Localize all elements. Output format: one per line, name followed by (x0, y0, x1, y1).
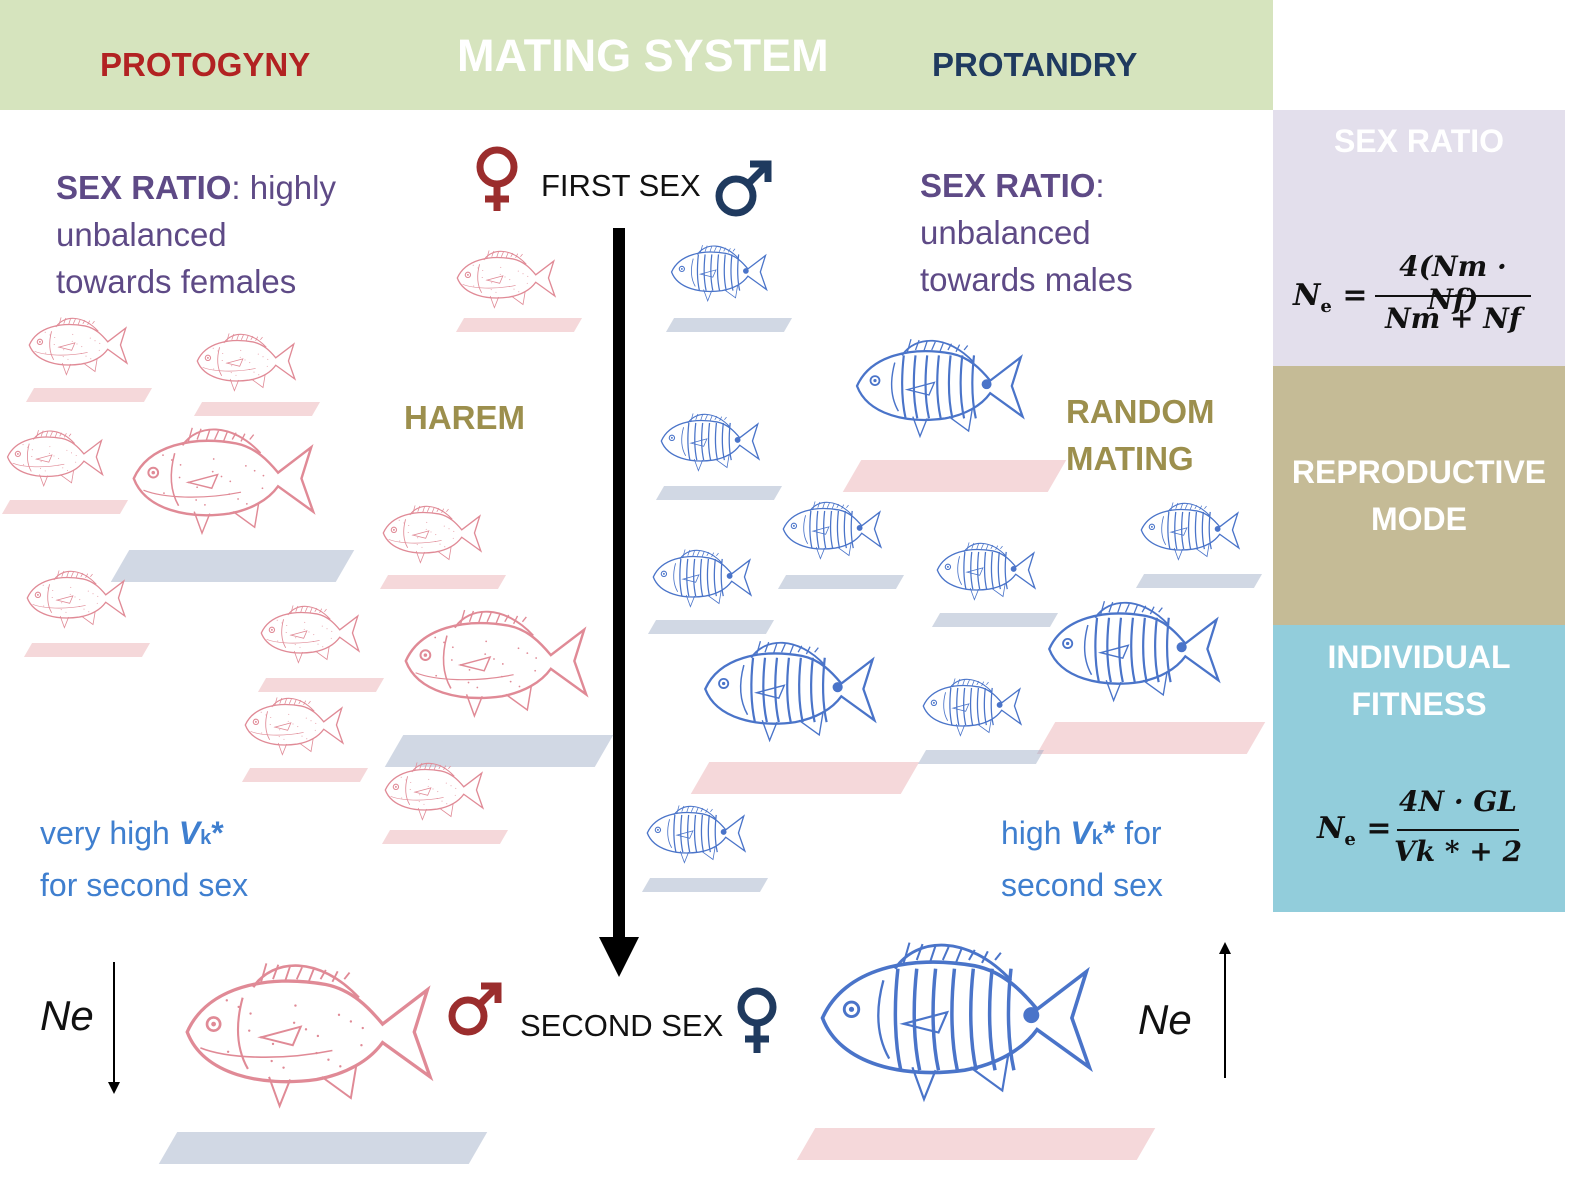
fish-shadow (379, 575, 507, 589)
sex-ratio-box: SEX RATIO Ne = 4(Nm · Nf) Nm + Nf (1273, 110, 1565, 366)
protandrous-fish-illustration (932, 537, 1038, 608)
protogynous-fish-illustration (378, 500, 484, 571)
sex-ratio-formula-denominator: Nm + Nf (1385, 302, 1521, 335)
mating-system-header: PROTOGYNY MATING SYSTEM PROTANDRY (0, 0, 1273, 110)
fish-shadow (655, 486, 783, 500)
fish-shadow (257, 678, 385, 692)
protandrous-fish-illustration (1136, 497, 1242, 568)
protandry-label: PROTANDRY (932, 46, 1138, 83)
protogyny-ne-label: Ne (40, 992, 94, 1039)
reproductive-mode-title-2: MODE (1371, 501, 1467, 537)
protogynous-fish-illustration (22, 565, 128, 636)
reproductive-mode-title-1: REPRODUCTIVE (1291, 454, 1547, 490)
fitness-title-1: INDIVIDUAL (1327, 639, 1511, 675)
fish-shadow (1135, 574, 1263, 588)
fish-shadow (1, 500, 129, 514)
protogyny-vk-text: very high Vk* for second sex (40, 815, 249, 903)
fish-shadow (665, 318, 793, 332)
protandrous-fish-illustration (778, 496, 884, 567)
fitness-formula-lhs: Ne = (1317, 811, 1392, 850)
fish-shadow (690, 762, 920, 794)
fish-shadow (796, 1128, 1156, 1160)
fish-shadow (917, 750, 1045, 764)
fish-shadow (193, 402, 321, 416)
protandry-sex-ratio-label: SEX RATIO (920, 167, 1096, 204)
protandrous-fish-illustration (666, 240, 770, 309)
protandrous-fish-illustration (808, 928, 1098, 1113)
protandrous-fish-illustration (642, 800, 748, 871)
ne-down-arrow-icon (108, 962, 120, 1094)
mating-system-title: MATING SYSTEM (457, 30, 829, 81)
fish-shadow (158, 1132, 488, 1164)
protogynous-fish-illustration (240, 692, 346, 763)
protandry-sex-ratio-text: SEX RATIO: unbalanced towards males (920, 167, 1133, 298)
protandrous-fish-illustration (848, 330, 1028, 447)
fish-shadow (842, 460, 1067, 492)
fish-shadow (241, 768, 369, 782)
fish-shadow (25, 388, 153, 402)
male-symbol-icon (715, 160, 772, 217)
protogynous-fish-illustration (380, 757, 486, 828)
fitness-formula-numerator: 4N · GL (1399, 785, 1517, 818)
protandrous-fish-illustration (1040, 592, 1224, 711)
fish-shadow (381, 830, 509, 844)
protogynous-fish-illustration (174, 950, 438, 1119)
fish-shadow (641, 878, 769, 892)
protandry-ne-label: Ne (1138, 996, 1192, 1043)
sex-ratio-formula-lhs: Ne = (1293, 278, 1368, 317)
sex-change-arrow-icon (599, 228, 639, 977)
fish-shadow (384, 735, 614, 767)
protandrous-fish-illustration (648, 544, 754, 615)
second-sex-label: SECOND SEX (520, 1008, 724, 1043)
female-symbol-icon (476, 146, 518, 211)
protogynous-fish-illustration (24, 312, 130, 383)
fitness-fraction-bar (1397, 829, 1519, 831)
fitness-title-2: FITNESS (1351, 686, 1487, 722)
female-symbol-second-icon (737, 987, 777, 1053)
fish-shadow (931, 613, 1059, 627)
fitness-formula-denominator: Vk * + 2 (1394, 835, 1522, 868)
first-sex-label: FIRST SEX (541, 168, 701, 203)
sex-ratio-title: SEX RATIO (1333, 123, 1505, 159)
protogyny-sex-ratio-text: SEX RATIO: highly unbalanced towards fem… (56, 169, 336, 300)
protandrous-fish-illustration (696, 632, 880, 751)
individual-fitness-box: INDIVIDUAL FITNESS Ne = 4N · GL Vk * + 2 (1273, 625, 1565, 912)
male-symbol-second-icon (448, 982, 502, 1036)
protogyny-label: PROTOGYNY (100, 46, 311, 83)
protogyny-sex-ratio-label: SEX RATIO (56, 169, 232, 206)
fish-shadow (110, 550, 355, 582)
protogynous-fish-illustration (2, 425, 106, 494)
protandrous-fish-illustration (918, 673, 1024, 744)
sex-ratio-formula-numerator: 4(Nm · Nf) (1399, 250, 1507, 316)
fish-shadow (777, 575, 905, 589)
protogynous-fish-illustration (192, 328, 298, 399)
random-mating-label: RANDOM MATING (1066, 393, 1215, 477)
harem-label: HAREM (404, 399, 525, 436)
reproductive-mode-box: REPRODUCTIVE MODE (1273, 366, 1565, 625)
fish-shadow (1036, 722, 1266, 754)
fish-shadow (647, 620, 775, 634)
protandrous-fish-illustration (656, 408, 762, 479)
protandry-vk-text: high Vk* for second sex (1001, 815, 1163, 903)
ne-up-arrow-icon (1219, 942, 1231, 1078)
protogynous-fish-illustration (452, 245, 558, 316)
sex-ratio-fraction-bar (1375, 295, 1531, 297)
protogynous-fish-illustration (256, 600, 362, 671)
fish-shadow (23, 643, 151, 657)
protogynous-fish-illustration (396, 600, 592, 727)
protogynous-fish-illustration (124, 418, 319, 544)
fish-shadow (455, 318, 583, 332)
